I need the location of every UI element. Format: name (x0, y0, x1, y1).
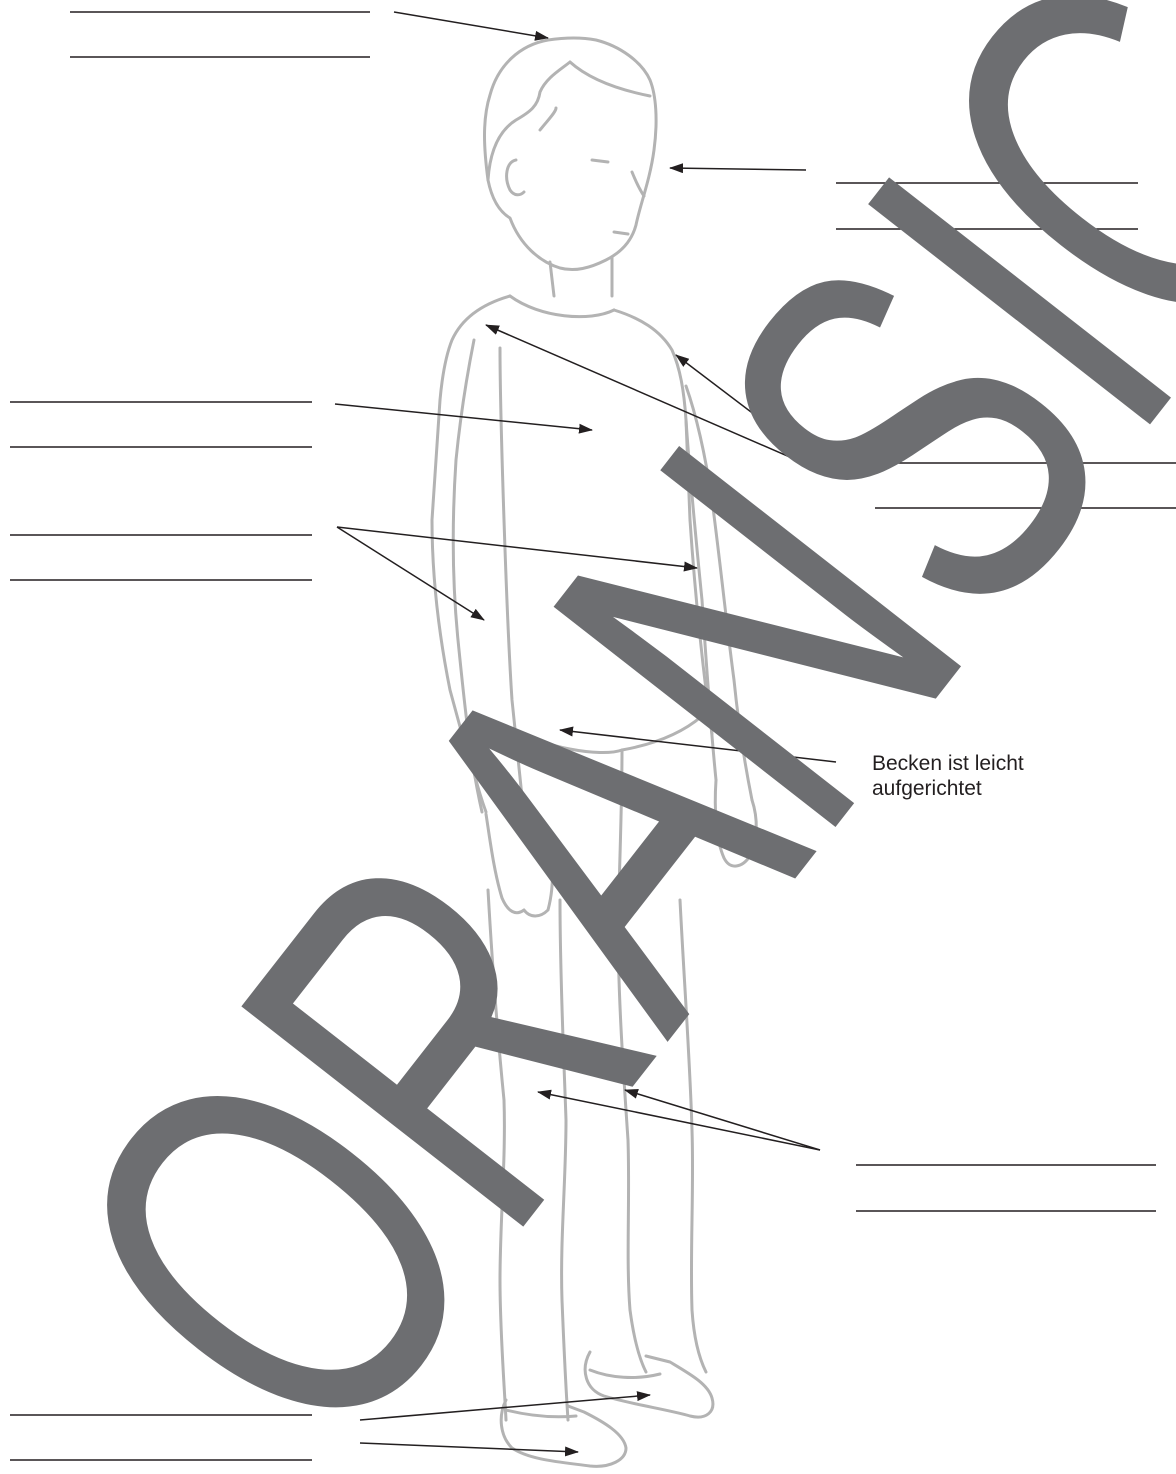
head-outline (485, 38, 657, 269)
face-outline (540, 108, 644, 234)
ear-outline (507, 160, 524, 195)
neck-outline (550, 258, 612, 296)
arrow-head (394, 12, 548, 38)
collar-outline (510, 296, 614, 317)
right-foot-outline (585, 1352, 713, 1417)
pelvis-annotation-label: Becken ist leicht aufgerichtet (872, 751, 1024, 801)
